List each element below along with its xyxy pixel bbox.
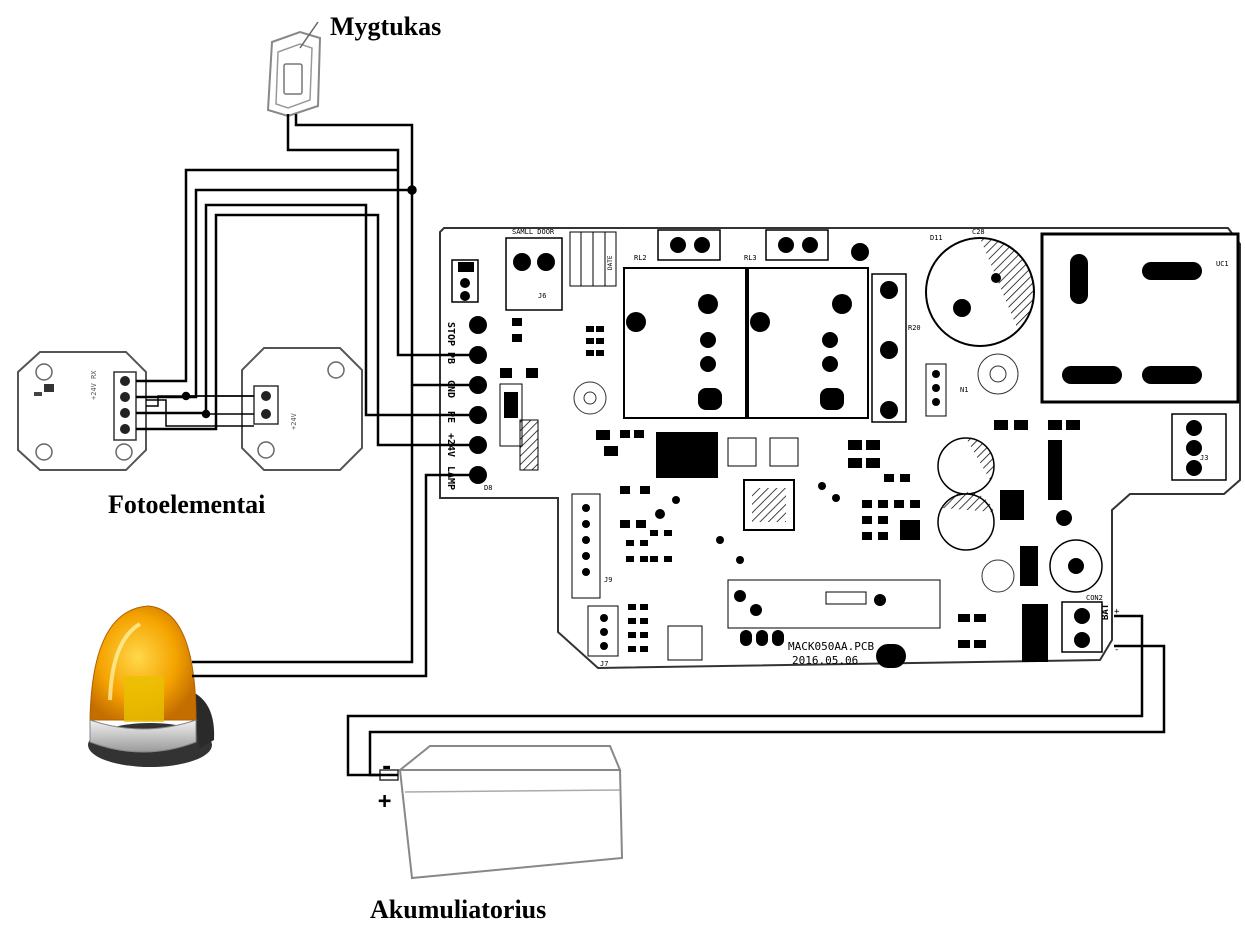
pcb-model: MACK050AA.PCB: [788, 640, 874, 653]
wiring: [136, 114, 1166, 777]
svg-text:J6: J6: [538, 292, 546, 300]
bat-minus: -: [1114, 645, 1119, 655]
battery-title: Akumuliatorius: [370, 895, 547, 924]
svg-text:J7: J7: [600, 660, 608, 668]
photocell-receiver: +24V RX: [17, 351, 147, 471]
svg-text:+24V: +24V: [290, 412, 298, 430]
terminal-label: PE: [445, 411, 456, 423]
push-button-device: [266, 21, 322, 118]
svg-text:+24V RX: +24V RX: [90, 370, 98, 400]
svg-text:C28: C28: [972, 228, 985, 236]
battery-plus-label: +: [378, 789, 391, 814]
terminal-label: STOP: [445, 322, 456, 346]
svg-text:N1: N1: [960, 386, 968, 394]
date-label: DATE: [607, 255, 614, 270]
svg-text:J3: J3: [1200, 454, 1208, 462]
terminal-label: LAMP: [445, 466, 456, 490]
pcb-date: 2016.05.06: [792, 654, 858, 667]
bat-plus: +: [1114, 607, 1120, 617]
svg-text:J9: J9: [604, 576, 612, 584]
svg-text:CON2: CON2: [1086, 594, 1103, 602]
svg-text:RL3: RL3: [744, 254, 757, 262]
terminal-label: GND: [445, 380, 456, 398]
warning-lamp: [88, 605, 215, 767]
photocell-transmitter: +24V: [241, 347, 363, 471]
svg-text:RL2: RL2: [634, 254, 647, 262]
battery: - +: [378, 745, 624, 880]
push-button-title: Mygtukas: [330, 12, 442, 41]
svg-text:D8: D8: [484, 484, 492, 492]
svg-text:UC1: UC1: [1216, 260, 1229, 268]
terminal-label: PB: [445, 352, 456, 364]
smd-pads: [500, 243, 1080, 662]
pcb-board: SAMLL DOOR DATE STOP PB GND PE +24V LAMP: [439, 227, 1241, 670]
bat-label: BAT: [1101, 603, 1111, 620]
small-door-label: SAMLL DOOR: [512, 228, 555, 236]
photocells-title: Fotoelementai: [108, 490, 266, 519]
svg-text:R20: R20: [908, 324, 921, 332]
svg-text:D11: D11: [930, 234, 943, 242]
